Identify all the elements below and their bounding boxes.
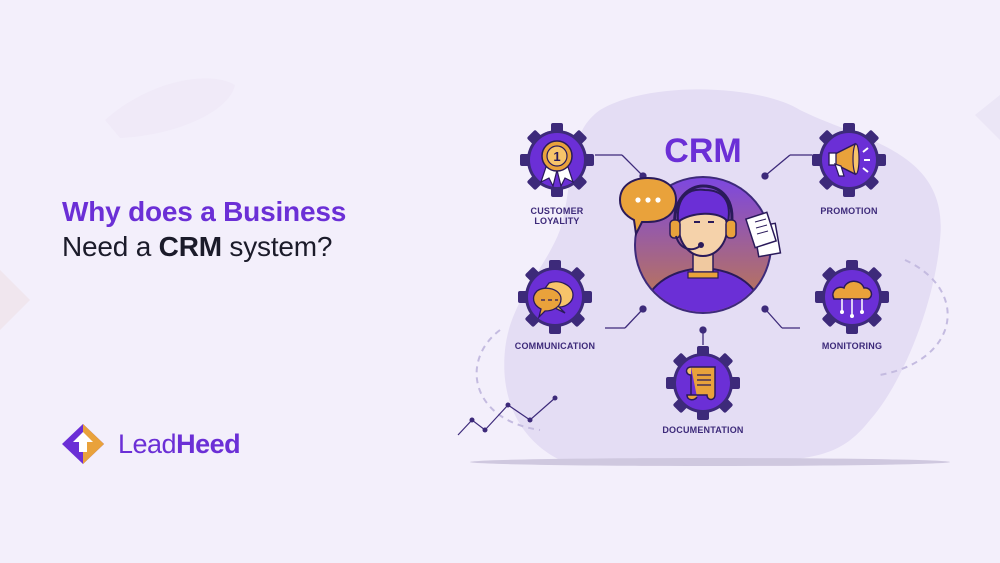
megaphone-icon (828, 142, 870, 177)
brand-name-heed: Heed (176, 428, 241, 459)
gear-documentation (666, 346, 740, 420)
brand-name-lead: Lead (118, 428, 177, 459)
ground-shadow (470, 458, 950, 466)
label-customer-loyality-2: LOYALITY (534, 216, 579, 226)
label-monitoring: MONITORING (822, 341, 882, 351)
gear-communication (518, 260, 592, 334)
trend-line (457, 397, 556, 436)
gear-monitoring (815, 260, 889, 334)
chat-bubble-icon (618, 176, 678, 238)
dashed-arc-right (879, 259, 949, 376)
headline-suffix: system? (221, 231, 333, 262)
label-documentation: DOCUMENTATION (662, 425, 743, 435)
label-customer-loyality-1: CUSTOMER (531, 206, 584, 216)
trend-points (469, 395, 558, 433)
gear-customer-loyality: 1 (520, 123, 594, 197)
label-communication: COMMUNICATION (515, 341, 595, 351)
ribbon-badge-icon: 1 (539, 140, 575, 188)
headline-prefix: Need a (62, 231, 159, 262)
label-promotion: PROMOTION (820, 206, 877, 216)
headline-line-2: Need a CRM system? (62, 229, 422, 265)
headline-crm: CRM (158, 231, 222, 262)
cloud-network-icon (832, 280, 873, 318)
gear-promotion (812, 123, 886, 197)
dashed-arc-left (475, 329, 541, 431)
headline-line-1: Why does a Business (62, 196, 347, 227)
badge-number: 1 (553, 149, 560, 164)
headline: Why does a Business Need a CRM system? (62, 195, 422, 265)
logo-mark-icon (62, 424, 104, 464)
crm-title: CRM (664, 132, 741, 170)
scroll-icon (685, 366, 716, 401)
documents-icon (744, 211, 782, 258)
chat-bubbles-icon (532, 281, 574, 320)
